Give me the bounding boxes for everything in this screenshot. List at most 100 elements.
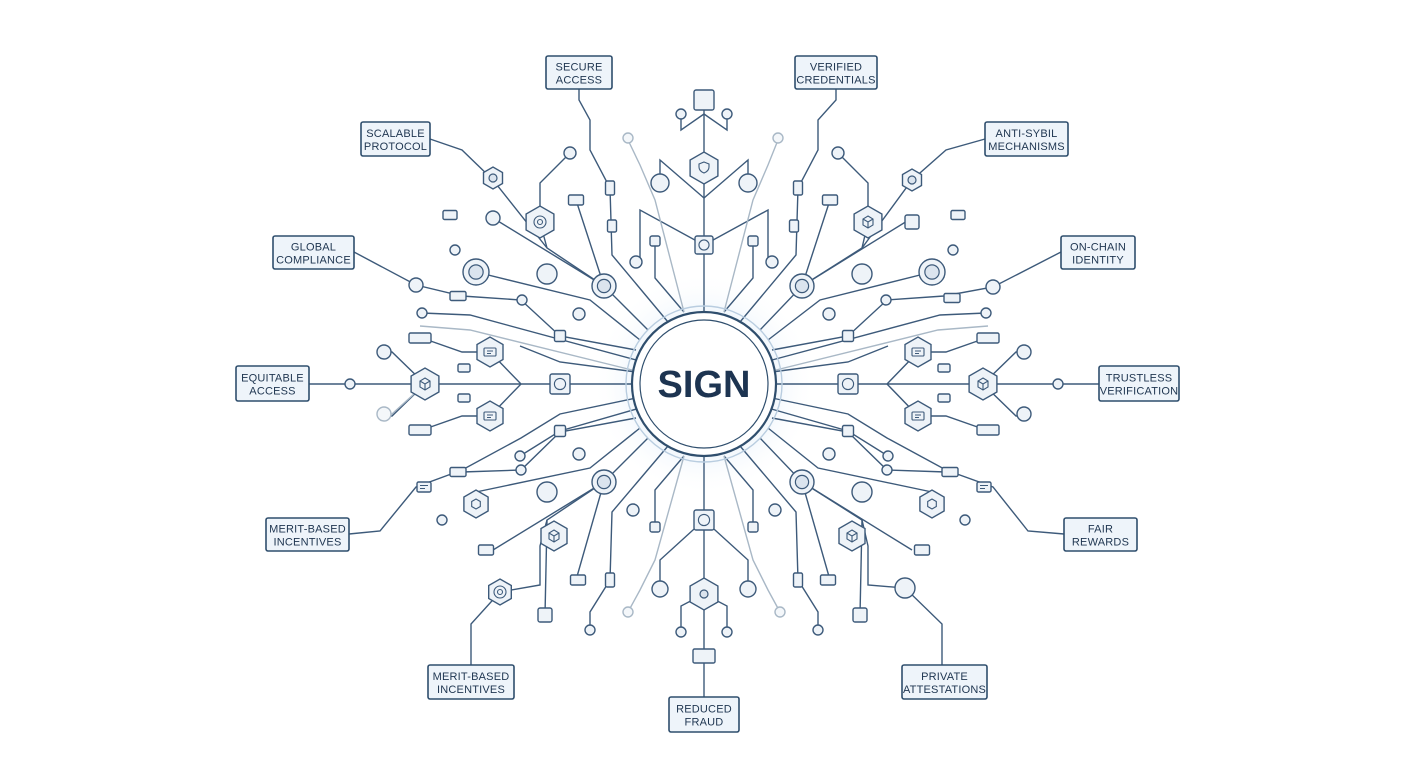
- cube-icon: [419, 377, 431, 391]
- circle-node: [536, 481, 558, 503]
- card-icon: [980, 484, 988, 490]
- label-text-line: ATTESTATIONS: [903, 684, 986, 696]
- square-node: [649, 235, 661, 247]
- label-text-line: REDUCED: [676, 704, 732, 716]
- label-text-line: FAIR: [1088, 524, 1113, 536]
- hexagon-node: [904, 336, 932, 368]
- circle-node: [416, 307, 428, 319]
- chip-node: [567, 194, 585, 206]
- dot-icon: [699, 589, 709, 599]
- connector-line: [429, 138, 548, 249]
- connector-line: [627, 455, 685, 613]
- chip-node: [449, 290, 467, 302]
- chip-node: [477, 544, 495, 556]
- circle-node: [1016, 344, 1032, 360]
- label-text-line: ACCESS: [556, 75, 602, 87]
- circle-node: [765, 255, 779, 269]
- connector-line: [703, 208, 769, 262]
- square-node-core: [697, 513, 711, 527]
- connector-line: [421, 383, 522, 431]
- label-text-line: REWARDS: [1072, 537, 1129, 549]
- square-node: [904, 214, 920, 230]
- chip-node: [408, 332, 432, 344]
- label-box: [901, 664, 988, 700]
- label-text-line: ON-CHAIN: [1070, 242, 1126, 254]
- connector-line: [886, 383, 987, 431]
- hexagon-node: [463, 489, 489, 519]
- label-text-line: EQUITABLE: [241, 373, 304, 385]
- circle-node: [515, 464, 527, 476]
- chip-node: [841, 424, 855, 438]
- square-node: [649, 521, 661, 533]
- circle-node: [536, 263, 558, 285]
- circle-node: [650, 173, 670, 193]
- circle-node: [1016, 406, 1032, 422]
- circle-node: [516, 294, 528, 306]
- label-box: [235, 365, 310, 402]
- circle-node: [449, 244, 461, 256]
- square-node-core: [698, 239, 710, 251]
- dot-icon: [907, 175, 917, 185]
- label-text-line: MERIT-BASED: [433, 671, 510, 683]
- label-text-line: CREDENTIALS: [796, 75, 875, 87]
- square-node: [549, 373, 571, 395]
- connector-line: [861, 138, 986, 249]
- circle-node: [822, 307, 836, 321]
- circle-node: [675, 108, 687, 120]
- circle-node: [1052, 378, 1064, 390]
- circle-node: [626, 503, 640, 517]
- label-text-line: SECURE: [555, 62, 602, 74]
- id-card-icon: [483, 347, 497, 357]
- connector-line: [801, 199, 831, 287]
- cube-icon: [862, 215, 874, 229]
- chip-node: [606, 219, 618, 233]
- circle-node: [882, 450, 894, 462]
- circle-node: [772, 132, 784, 144]
- chip-node: [941, 466, 959, 478]
- ring-node-core: [794, 278, 810, 294]
- id-card-icon: [911, 411, 925, 421]
- circle-node: [851, 481, 873, 503]
- label-box: [265, 517, 350, 552]
- chip-node: [913, 544, 931, 556]
- connector-line: [659, 519, 705, 589]
- circle-node: [622, 606, 634, 618]
- hexagon-node: [919, 489, 945, 519]
- hexagon-node: [488, 578, 512, 606]
- circle-node: [436, 514, 448, 526]
- circle-node: [812, 624, 824, 636]
- circle-node: [881, 464, 893, 476]
- label-box: [984, 121, 1069, 157]
- cube-icon: [977, 377, 989, 391]
- center-hub: SIGN: [625, 305, 783, 463]
- circle-node: [831, 146, 845, 160]
- hexagon-node: [904, 400, 932, 432]
- label-box: [272, 235, 355, 270]
- id-card-lines: [915, 350, 921, 355]
- circle-node: [408, 277, 424, 293]
- connector-line: [475, 427, 641, 493]
- connector-line: [492, 481, 605, 551]
- circle-node: [376, 344, 392, 360]
- circle-node: [651, 580, 669, 598]
- circle-node: [985, 279, 1001, 295]
- circle-node: [851, 263, 873, 285]
- connector-line: [801, 481, 913, 551]
- square-node: [747, 521, 759, 533]
- chip-node: [553, 424, 567, 438]
- chip-node: [457, 363, 471, 373]
- chip-node: [937, 363, 951, 373]
- chip-node: [569, 574, 587, 586]
- circle-node: [572, 447, 586, 461]
- gear-icon-center: [496, 588, 504, 596]
- chip-node: [553, 329, 567, 343]
- cube-icon: [846, 529, 858, 543]
- chip-node: [604, 572, 616, 588]
- connector-line: [723, 241, 754, 313]
- hexagon-node: [689, 151, 719, 185]
- circle-node: [980, 307, 992, 319]
- square-node: [837, 373, 859, 395]
